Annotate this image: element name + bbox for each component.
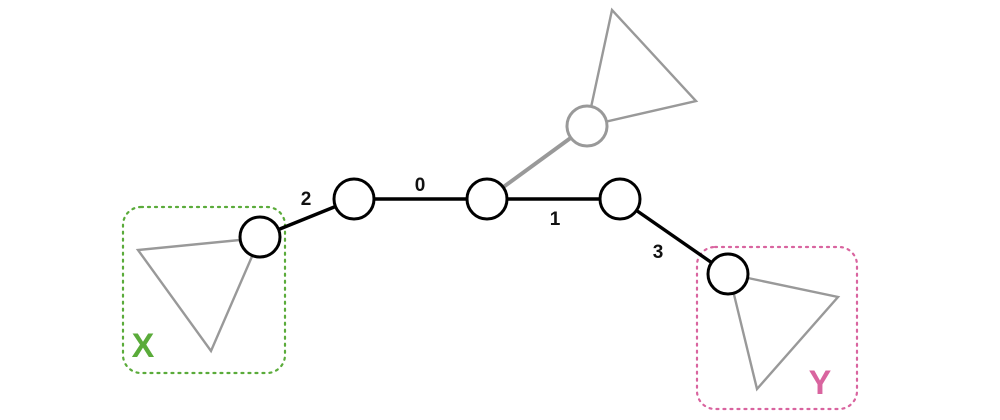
edge-label-2: 2 [301, 189, 312, 210]
group-y-label: Y [809, 364, 832, 402]
edge-label-1: 1 [550, 209, 561, 230]
subtree-triangle-top [585, 7, 699, 128]
node-grey [565, 104, 609, 148]
edge-label-0: 0 [415, 175, 426, 196]
path-edge-3 [619, 197, 729, 276]
node-y [706, 252, 750, 296]
node-x [238, 215, 282, 259]
group-x-label: X [132, 327, 155, 365]
node-c [598, 177, 642, 221]
edge-label-3: 3 [653, 242, 664, 263]
group-y-box [695, 245, 859, 411]
subtree-triangle-x [135, 236, 262, 354]
group-x-box [121, 205, 287, 375]
node-a [332, 177, 376, 221]
node-b [465, 177, 509, 221]
subtree-triangle-y [727, 272, 841, 392]
